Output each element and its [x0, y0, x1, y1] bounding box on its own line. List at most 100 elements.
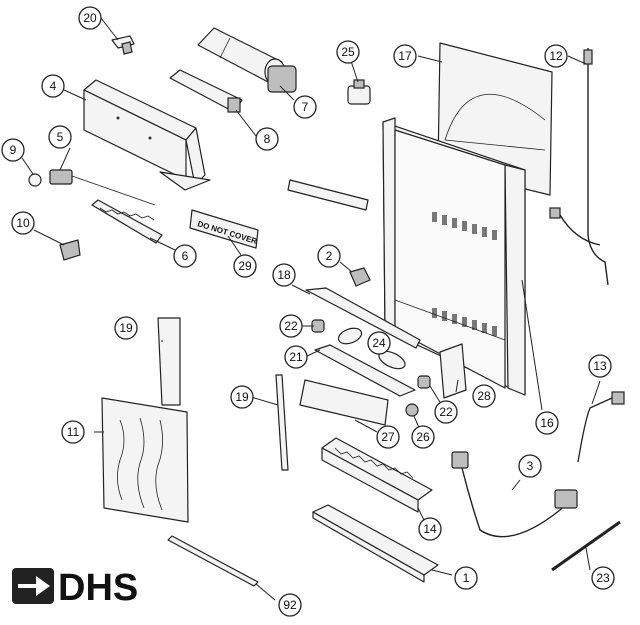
chassis-slot — [482, 323, 487, 333]
svg-text:19: 19 — [119, 321, 133, 335]
callout-2: 2 — [317, 244, 341, 268]
chassis-slot — [492, 230, 497, 240]
callout-27: 27 — [376, 425, 400, 449]
svg-text:3: 3 — [527, 459, 534, 473]
chassis-slot — [442, 311, 447, 321]
part-10-cutout — [59, 239, 81, 261]
part-23-rod — [551, 520, 621, 572]
callout-20: 20 — [78, 6, 102, 30]
callout-14: 14 — [418, 517, 442, 541]
svg-text:11: 11 — [67, 425, 80, 439]
part-28-cover — [439, 343, 467, 399]
callout-10: 10 — [11, 211, 35, 235]
callout-1: 1 — [454, 566, 478, 590]
svg-text:13: 13 — [593, 359, 607, 373]
part-3-mains-cable — [451, 451, 578, 538]
part-20-clip — [111, 35, 135, 55]
part-92-trim-strip — [167, 535, 259, 587]
callout-26: 26 — [411, 425, 435, 449]
callout-7: 7 — [293, 95, 317, 119]
chassis-slot — [432, 308, 437, 318]
callout-16: 16 — [535, 411, 559, 435]
svg-text:6: 6 — [182, 249, 189, 263]
callout-4: 4 — [41, 74, 65, 98]
logo-text: DHS — [58, 567, 138, 609]
part-13-wire-lead — [577, 391, 625, 463]
part-27-shield — [299, 379, 389, 426]
part-29-warning-label: DO NOT COVER — [189, 209, 259, 249]
part-16-chassis-frame — [382, 117, 526, 396]
logo-arrow-icon — [18, 576, 50, 596]
callout-9: 9 — [1, 138, 25, 162]
part-24-bulb-left — [337, 327, 363, 345]
part-14-heater-unit — [321, 437, 433, 513]
callout-24: 24 — [367, 331, 391, 355]
svg-text:25: 25 — [341, 45, 355, 59]
callouts: 20 25 17 12 4 7 8 9 5 10 6 29 2 18 22 24… — [1, 6, 615, 617]
svg-text:16: 16 — [540, 416, 554, 430]
svg-text:1: 1 — [463, 571, 470, 585]
chassis-slot — [492, 326, 497, 336]
callout-25: 25 — [336, 40, 360, 64]
svg-text:18: 18 — [277, 268, 291, 282]
part-4-fan-housing — [83, 79, 211, 191]
part-7-fan-motor — [197, 27, 297, 93]
svg-text:12: 12 — [549, 49, 563, 63]
svg-text:7: 7 — [302, 100, 309, 114]
svg-text:92: 92 — [283, 598, 297, 612]
svg-text:17: 17 — [398, 49, 412, 63]
callout-8: 8 — [255, 127, 279, 151]
dhs-logo: DHS — [12, 567, 138, 609]
part-18-bracket — [305, 287, 421, 349]
svg-text:19: 19 — [235, 390, 249, 404]
part-22-lampholder-right — [417, 375, 431, 389]
part-19-side-bracket-left — [157, 317, 181, 406]
callout-23: 23 — [591, 566, 615, 590]
svg-text:29: 29 — [238, 259, 252, 273]
chassis-slot — [472, 320, 477, 330]
callout-18: 18 — [272, 263, 296, 287]
callout-19a: 19 — [114, 316, 138, 340]
svg-text:22: 22 — [284, 319, 298, 333]
callout-5: 5 — [48, 125, 72, 149]
svg-text:27: 27 — [381, 430, 395, 444]
part-heat-shield-strip — [287, 179, 369, 211]
callout-19b: 19 — [230, 385, 254, 409]
chassis-slot — [462, 221, 467, 231]
svg-text:26: 26 — [416, 430, 430, 444]
svg-text:8: 8 — [264, 132, 271, 146]
callout-12: 12 — [544, 44, 568, 68]
svg-text:28: 28 — [477, 389, 491, 403]
callout-6: 6 — [173, 244, 197, 268]
callout-28: 28 — [472, 384, 496, 408]
part-1-base-channel — [312, 504, 439, 583]
svg-text:2: 2 — [326, 249, 333, 263]
svg-text:24: 24 — [372, 336, 386, 350]
part-25-switch — [347, 79, 371, 105]
part-2-terminal — [349, 267, 371, 287]
callout-3: 3 — [518, 454, 542, 478]
svg-text:10: 10 — [16, 216, 30, 230]
svg-text:9: 9 — [10, 143, 17, 157]
part-11-reflector — [101, 397, 189, 523]
part-9-pilot — [28, 173, 42, 187]
svg-text:21: 21 — [289, 350, 303, 364]
part-6-element — [91, 199, 163, 244]
chassis-slot — [442, 215, 447, 225]
part-12-wiring-loom — [549, 48, 609, 286]
chassis-slot — [462, 317, 467, 327]
part-26-lampholder — [405, 403, 419, 417]
callout-22b: 22 — [434, 400, 458, 424]
chassis-slot — [432, 212, 437, 222]
part-8-lamp-holder — [169, 69, 243, 113]
chassis-slot — [472, 224, 477, 234]
part-19-side-bracket-right — [275, 374, 289, 471]
chassis-slot — [452, 218, 457, 228]
callout-13: 13 — [588, 354, 612, 378]
callout-29: 29 — [233, 254, 257, 278]
part-5-thermostat — [49, 169, 156, 206]
svg-text:5: 5 — [57, 130, 64, 144]
svg-text:14: 14 — [423, 522, 437, 536]
callout-17: 17 — [393, 44, 417, 68]
